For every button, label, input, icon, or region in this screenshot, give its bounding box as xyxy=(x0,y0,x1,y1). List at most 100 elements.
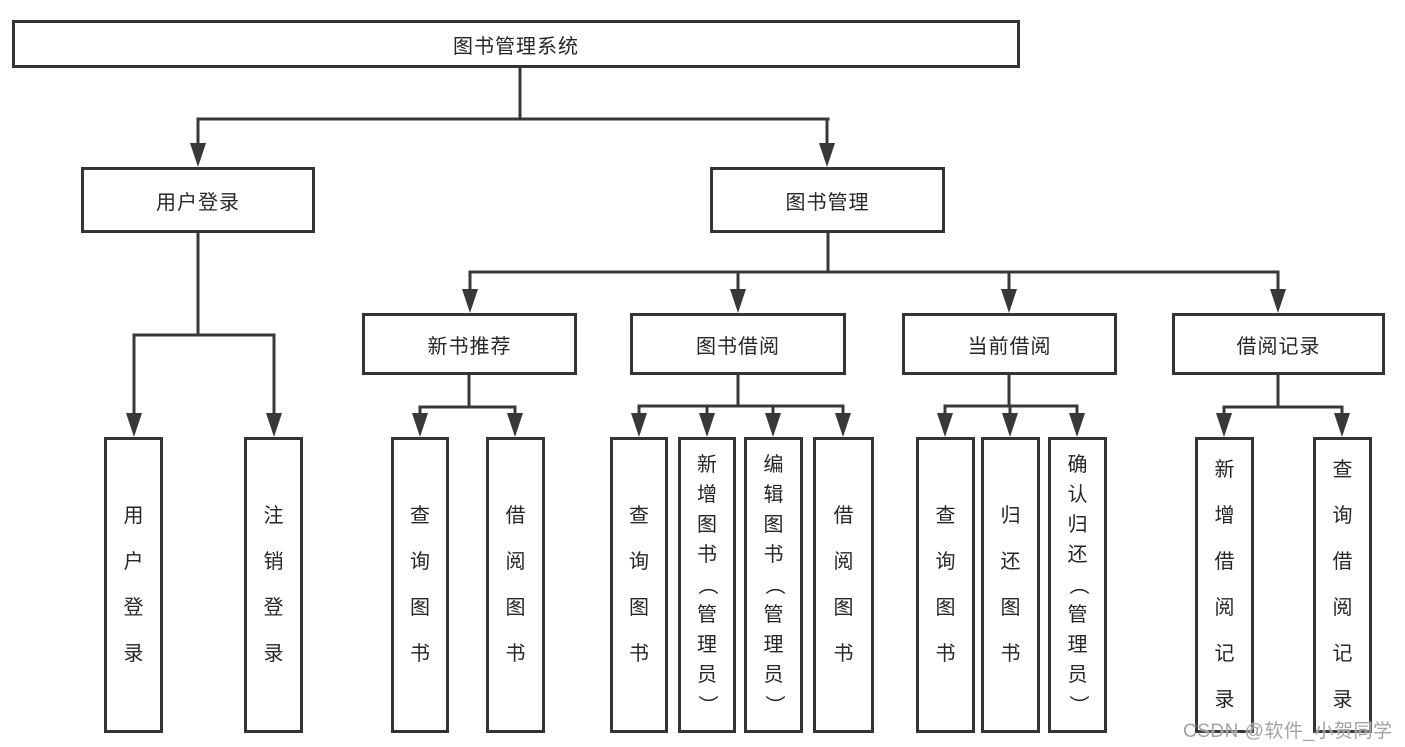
vertical-label-char: 查 xyxy=(410,505,430,527)
vertical-label-char: 确 xyxy=(1067,454,1088,476)
vertical-label-char: 归 xyxy=(1067,514,1088,536)
vertical-label-char: 图 xyxy=(410,597,430,619)
vertical-label-char: 理 xyxy=(1067,634,1088,656)
arrowhead xyxy=(1002,413,1018,437)
vertical-label-char: 用 xyxy=(123,505,144,527)
leaf-add-book-admin: 新增图书（管理员） xyxy=(678,437,736,733)
vertical-label-char: ） xyxy=(1066,695,1089,715)
vertical-label-char: 书 xyxy=(629,643,649,665)
vertical-label-char: 书 xyxy=(1000,643,1021,665)
vertical-label-char: ） xyxy=(696,695,718,715)
node-root: 图书管理系统 xyxy=(12,20,1020,68)
vertical-label-char: 员 xyxy=(763,664,784,686)
vertical-label-char: 书 xyxy=(697,544,717,566)
vertical-label-char: 录 xyxy=(1332,689,1353,711)
arrowhead xyxy=(819,143,835,167)
vertical-label-char: 还 xyxy=(1067,544,1088,566)
node-borrow-records: 借阅记录 xyxy=(1172,313,1385,375)
vertical-label-char: 查 xyxy=(935,505,956,527)
vertical-label-char: 询 xyxy=(629,551,649,573)
node-user-login: 用户登录 xyxy=(81,167,315,233)
vertical-label-char: 阅 xyxy=(1214,597,1235,619)
vertical-label-char: 书 xyxy=(410,643,430,665)
arrowhead xyxy=(507,413,523,437)
leaf-logout: 注销登录 xyxy=(244,437,303,733)
arrowhead xyxy=(1069,413,1085,437)
leaf-confirm-return-admin: 确认归还 （ 管理员 ） xyxy=(1048,437,1107,733)
vertical-label-char: 登 xyxy=(123,597,144,619)
vertical-label-char: 借 xyxy=(505,505,526,527)
node-book-borrow-label: 图书借阅 xyxy=(696,335,780,358)
vertical-label-char: 编 xyxy=(763,454,784,476)
arrowhead xyxy=(1334,413,1350,437)
vertical-label-char: 询 xyxy=(410,551,430,573)
vertical-label-char: ） xyxy=(762,695,785,715)
vertical-label-char: 阅 xyxy=(505,551,526,573)
vertical-label-char: 借 xyxy=(833,505,854,527)
arrowhead xyxy=(1001,289,1017,313)
vertical-label-char: 登 xyxy=(263,597,284,619)
vertical-label-char: 录 xyxy=(1214,689,1235,711)
arrowhead xyxy=(699,413,715,437)
arrowhead xyxy=(765,413,781,437)
node-book-borrow: 图书借阅 xyxy=(630,313,846,375)
vertical-label-char: 理 xyxy=(763,634,784,656)
arrowhead xyxy=(190,143,206,167)
node-book-management-label: 图书管理 xyxy=(785,191,870,214)
arrowhead xyxy=(412,413,428,437)
vertical-label-char: 书 xyxy=(833,643,854,665)
vertical-label-char: 员 xyxy=(697,664,717,686)
vertical-label-char: 管 xyxy=(763,604,784,626)
vertical-label-char: 询 xyxy=(935,551,956,573)
arrowhead xyxy=(1270,289,1286,313)
vertical-label-char: 录 xyxy=(263,643,284,665)
vertical-label-char: 阅 xyxy=(1332,597,1353,619)
vertical-label-char: 辑 xyxy=(763,484,784,506)
leaf-query-borrow-record: 查询借阅记录 xyxy=(1313,437,1372,733)
vertical-label-char: （ xyxy=(1066,575,1089,595)
vertical-label-char: 户 xyxy=(123,551,144,573)
arrowhead xyxy=(835,413,851,437)
watermark: CSDN @软件_小贺同学 xyxy=(1183,721,1393,742)
arrowhead xyxy=(126,413,142,437)
node-root-label: 图书管理系统 xyxy=(453,35,579,58)
node-borrow-records-label: 借阅记录 xyxy=(1236,335,1321,358)
leaf-query-books-1: 查询图书 xyxy=(391,437,449,733)
vertical-label-char: 图 xyxy=(833,597,854,619)
leaf-return-book: 归还图书 xyxy=(981,437,1040,733)
leaf-edit-book-admin: 编辑图书（管理员） xyxy=(744,437,803,733)
vertical-label-char: 图 xyxy=(763,514,784,536)
leaf-borrow-books-2: 借阅图书 xyxy=(813,437,874,733)
vertical-label-char: 借 xyxy=(1332,551,1353,573)
vertical-label-char: 理 xyxy=(697,634,717,656)
vertical-label-char: 增 xyxy=(1214,505,1235,527)
arrowhead xyxy=(730,289,746,313)
vertical-label-char: 图 xyxy=(505,597,526,619)
vertical-label-char: 销 xyxy=(263,551,284,573)
vertical-label-char: 认 xyxy=(1067,484,1088,506)
node-current-borrow-label: 当前借阅 xyxy=(967,335,1052,358)
vertical-label-char: 归 xyxy=(1000,505,1021,527)
node-current-borrow: 当前借阅 xyxy=(902,313,1117,375)
arrowhead xyxy=(1216,413,1232,437)
arrowhead xyxy=(937,413,953,437)
vertical-label-char: 记 xyxy=(1214,643,1235,665)
leaf-query-books-3: 查询图书 xyxy=(916,437,975,733)
vertical-label-char: 管 xyxy=(1067,604,1088,626)
arrowhead xyxy=(631,413,647,437)
vertical-label-char: 图 xyxy=(629,597,649,619)
vertical-label-char: 图 xyxy=(935,597,956,619)
leaf-user-login: 用户登录 xyxy=(104,437,163,733)
vertical-label-char: 记 xyxy=(1332,643,1353,665)
vertical-label-char: 阅 xyxy=(833,551,854,573)
node-new-book-recommend-label: 新书推荐 xyxy=(427,335,512,358)
arrowhead xyxy=(266,413,282,437)
vertical-label-char: 员 xyxy=(1067,664,1088,686)
vertical-label-char: 增 xyxy=(697,484,717,506)
vertical-label-char: 图 xyxy=(1000,597,1021,619)
vertical-label-char: 注 xyxy=(263,505,284,527)
vertical-label-char: 管 xyxy=(697,604,717,626)
vertical-label-char: 新 xyxy=(1214,459,1235,481)
